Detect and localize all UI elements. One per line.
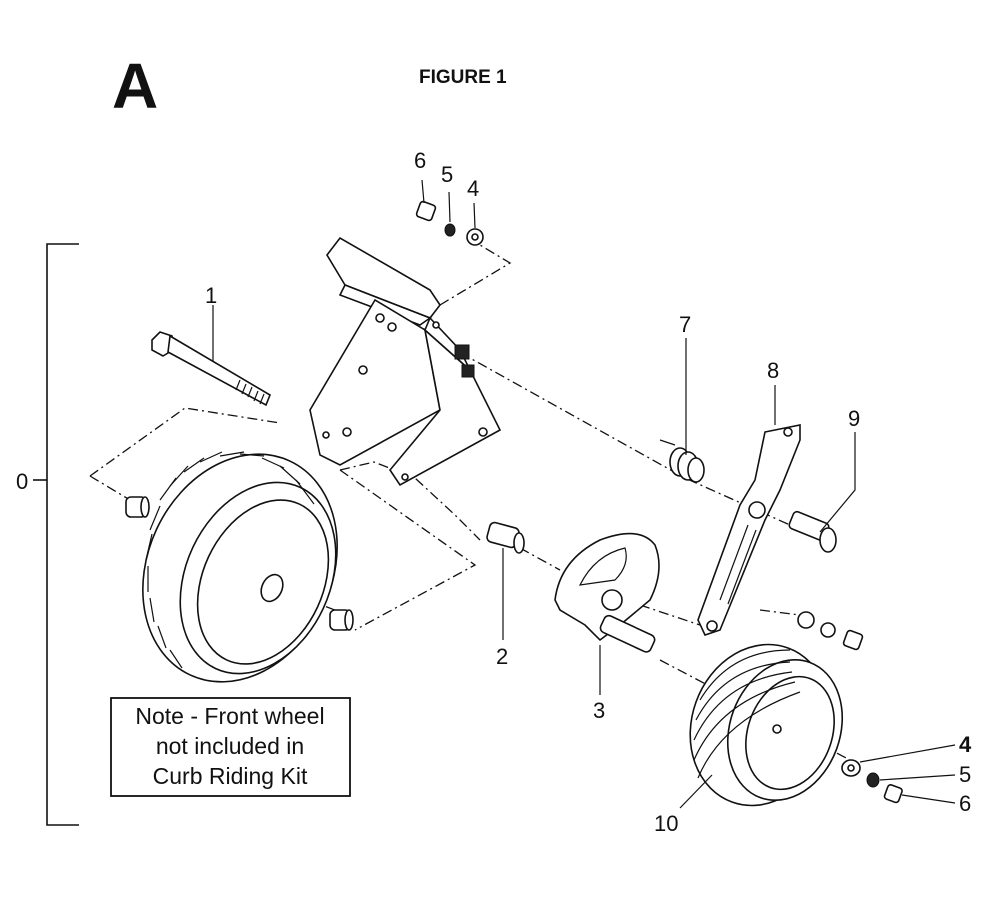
bracket-assembly: [309, 236, 502, 487]
hardware-top: [415, 200, 484, 246]
callout-6-top: 6: [414, 148, 426, 173]
callout-5-bottom: 5: [959, 762, 971, 787]
hardware-right: [797, 611, 864, 651]
spacer-left: [125, 496, 150, 518]
section-letter: A: [112, 50, 158, 122]
leader-lines: [212, 179, 956, 809]
spring-part-7: [659, 439, 705, 483]
arm-part-8: [697, 424, 801, 636]
callout-4-top: 4: [467, 176, 479, 201]
note-line-3: Curb Riding Kit: [153, 763, 308, 789]
long-bolt-part-1: [151, 331, 271, 407]
callout-5-top: 5: [441, 162, 453, 187]
callout-10: 10: [654, 811, 678, 836]
note-box: Note - Front wheel not included in Curb …: [110, 697, 351, 797]
front-wheel: [142, 451, 338, 683]
shoulder-bolt-part-9: [788, 510, 837, 553]
curb-wheel-part-10: [689, 643, 844, 807]
callout-3: 3: [593, 698, 605, 723]
note-line-2: not included in: [156, 733, 304, 759]
figure-title: FIGURE 1: [419, 67, 507, 88]
bushing-part-2: [486, 521, 525, 554]
callout-4-bottom: 4: [959, 732, 972, 757]
callout-7: 7: [679, 312, 691, 337]
assembly-bracket: [33, 243, 79, 826]
callout-8: 8: [767, 358, 779, 383]
spacer-right: [329, 609, 354, 631]
pivot-plate-part-3: [554, 532, 660, 653]
note-line-1: Note - Front wheel: [135, 703, 324, 729]
callout-6-bottom: 6: [959, 791, 971, 816]
hardware-bottom: [841, 759, 903, 804]
callout-9: 9: [848, 406, 860, 431]
callout-2: 2: [496, 644, 508, 669]
callout-1: 1: [205, 283, 217, 308]
bracket-label: 0: [16, 469, 28, 494]
